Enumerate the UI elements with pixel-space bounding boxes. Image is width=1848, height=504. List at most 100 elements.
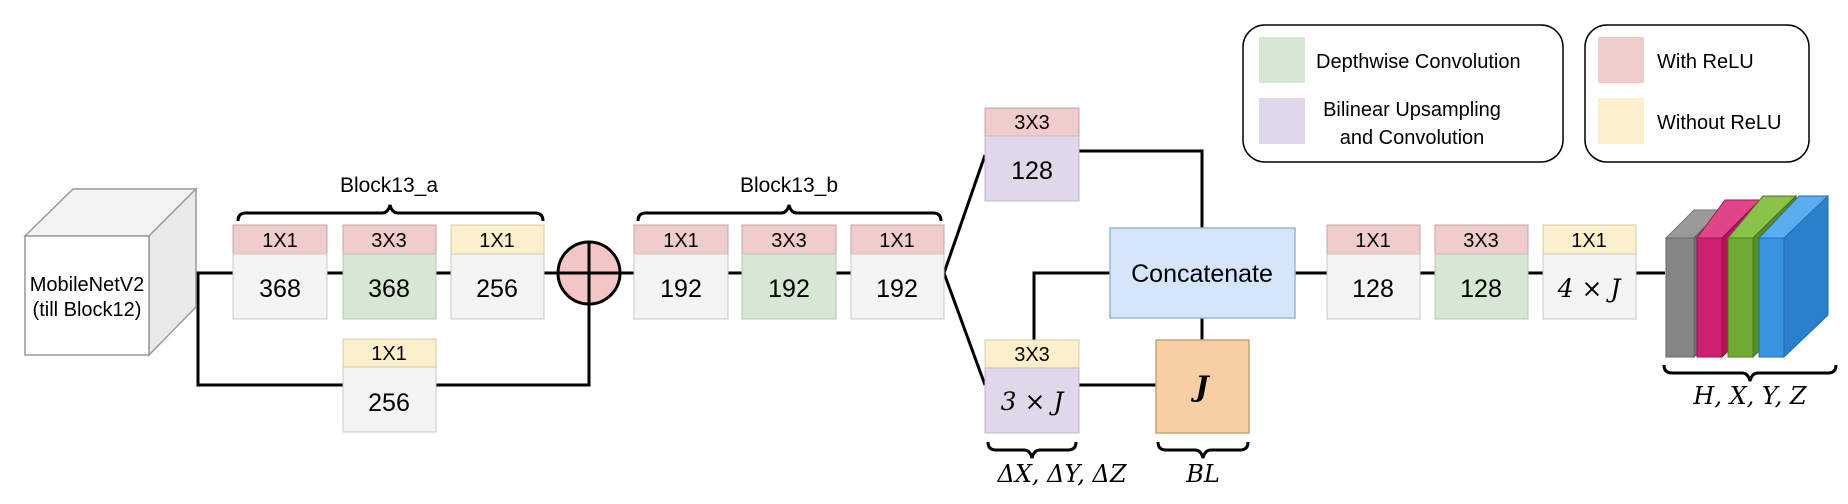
block-b3-header: 1X1 [879,230,915,252]
block-c1-header: 1X1 [1355,230,1391,252]
legend-bilinear-line2: and Convolution [1340,127,1485,149]
edge-skip-in [196,273,343,387]
legend-swatch-bilinear [1259,98,1305,144]
block-up-top-header-bg [984,107,1080,137]
block-b2-header-bg [741,224,837,255]
block-a1-body-bg [232,253,328,320]
block-skip: 1X1 256 [342,338,437,433]
circle-plus-icon [556,240,622,306]
block-b1-body-bg [633,253,729,320]
block-a3-body-bg [450,253,545,320]
block-b2-body-bg [741,253,837,320]
block-b3: 1X1 192 [850,224,945,320]
brace-bl [1156,441,1250,459]
block-a2-header-bg [342,224,437,255]
block-c3-body-bg [1542,253,1637,320]
block-b3-body-bg [850,253,945,320]
hxyz-label: H, X, Y, Z [1692,382,1808,410]
edge-uptop-concat [1079,149,1204,228]
delta-label: ΔX, ΔY, ΔZ [996,460,1127,488]
concatenate-node: Concatenate [1109,227,1296,319]
legend-depthwise-label: Depthwise Convolution [1316,51,1521,73]
edge-split-top [942,154,987,274]
block-a1: 1X1 368 [232,224,328,320]
block-up-top: 3X3 128 [984,107,1080,202]
edge-split-bottom [942,272,987,386]
edge-upbottom-concat [1032,271,1110,340]
connection-lines [155,149,1665,387]
block-a3-header: 1X1 [479,230,515,252]
legend-relu-label: With ReLU [1657,51,1754,73]
block-a2-header: 3X3 [371,230,407,252]
block-a3-value: 256 [476,275,518,303]
block-b3-header-bg [850,224,945,255]
block-up-top-header: 3X3 [1014,112,1050,134]
concatenate-box [1109,227,1296,319]
block-b2-value: 192 [768,275,810,303]
j-node: J [1155,339,1250,434]
stacked-volumes-icon [1664,194,1830,359]
block13b-label: Block13_b [740,174,838,197]
block-c1-value: 128 [1352,275,1394,303]
block-b2: 3X3 192 [741,224,837,320]
block-up-bottom-header: 3X3 [1014,344,1050,366]
block-c1: 1X1 128 [1326,224,1421,320]
block13a-label: Block13_a [340,174,438,197]
j-label: J [1190,370,1210,403]
block-c1-body-bg [1326,253,1421,320]
block-b2-header: 3X3 [771,230,807,252]
block-a1-value: 368 [259,275,301,303]
block-up-bottom-value: 3 × J [1001,387,1066,416]
block-a1-header: 1X1 [262,230,298,252]
block-skip-body-bg [342,366,437,433]
legend-swatch-depthwise [1259,37,1305,83]
block-b1-header: 1X1 [663,230,699,252]
block-b1: 1X1 192 [633,224,729,320]
block-b1-value: 192 [660,275,702,303]
group-braces [236,204,943,222]
block-c2: 3X3 128 [1434,224,1529,320]
brace-block13a [236,204,545,222]
block-c2-value: 128 [1460,275,1502,303]
block-a2: 3X3 368 [342,224,437,320]
bottom-braces [986,364,1838,459]
brace-hxyz [1662,364,1838,382]
edge-skip-out [436,305,591,387]
j-box [1155,339,1250,434]
block-skip-header: 1X1 [371,343,407,365]
concatenate-label: Concatenate [1131,260,1273,288]
block-a1-header-bg [232,224,328,255]
block-up-bottom-body-bg [984,367,1080,434]
block-a3: 1X1 256 [450,224,545,320]
legend-box-types [1242,24,1564,163]
backbone-label-line2: (till Block12) [33,299,142,321]
bl-label: BL [1185,460,1220,488]
legend-bilinear-line1: Bilinear Upsampling [1323,99,1501,121]
block-c2-header-bg [1434,224,1529,255]
legend-swatch-relu [1598,37,1644,83]
block-c3: 1X1 4 × J [1542,224,1637,320]
backbone-label-line1: MobileNetV2 [30,274,145,296]
block-skip-value: 256 [368,389,410,417]
block-up-bottom-header-bg [984,339,1080,369]
block-c2-body-bg [1434,253,1529,320]
block-up-bottom: 3X3 3 × J [984,339,1080,434]
brace-delta [986,441,1078,459]
block-a2-value: 368 [368,275,410,303]
legend-swatch-no-relu [1598,98,1644,144]
block-a2-body-bg [342,253,437,320]
block-skip-header-bg [342,338,437,368]
cube-front [24,235,150,356]
block-c3-value: 4 × J [1557,274,1623,303]
block-c3-header: 1X1 [1571,230,1607,252]
volume-blue [1757,194,1830,359]
block-up-top-value: 128 [1011,157,1053,185]
block-b3-value: 192 [876,275,918,303]
block-c1-header-bg [1326,224,1421,255]
legend-activation: With ReLU Without ReLU [1584,24,1810,163]
legend-no-relu-label: Without ReLU [1657,112,1782,134]
backbone-cube: MobileNetV2 (till Block12) [23,187,198,357]
legend-layer-types: Depthwise Convolution Bilinear Upsamplin… [1242,24,1564,163]
